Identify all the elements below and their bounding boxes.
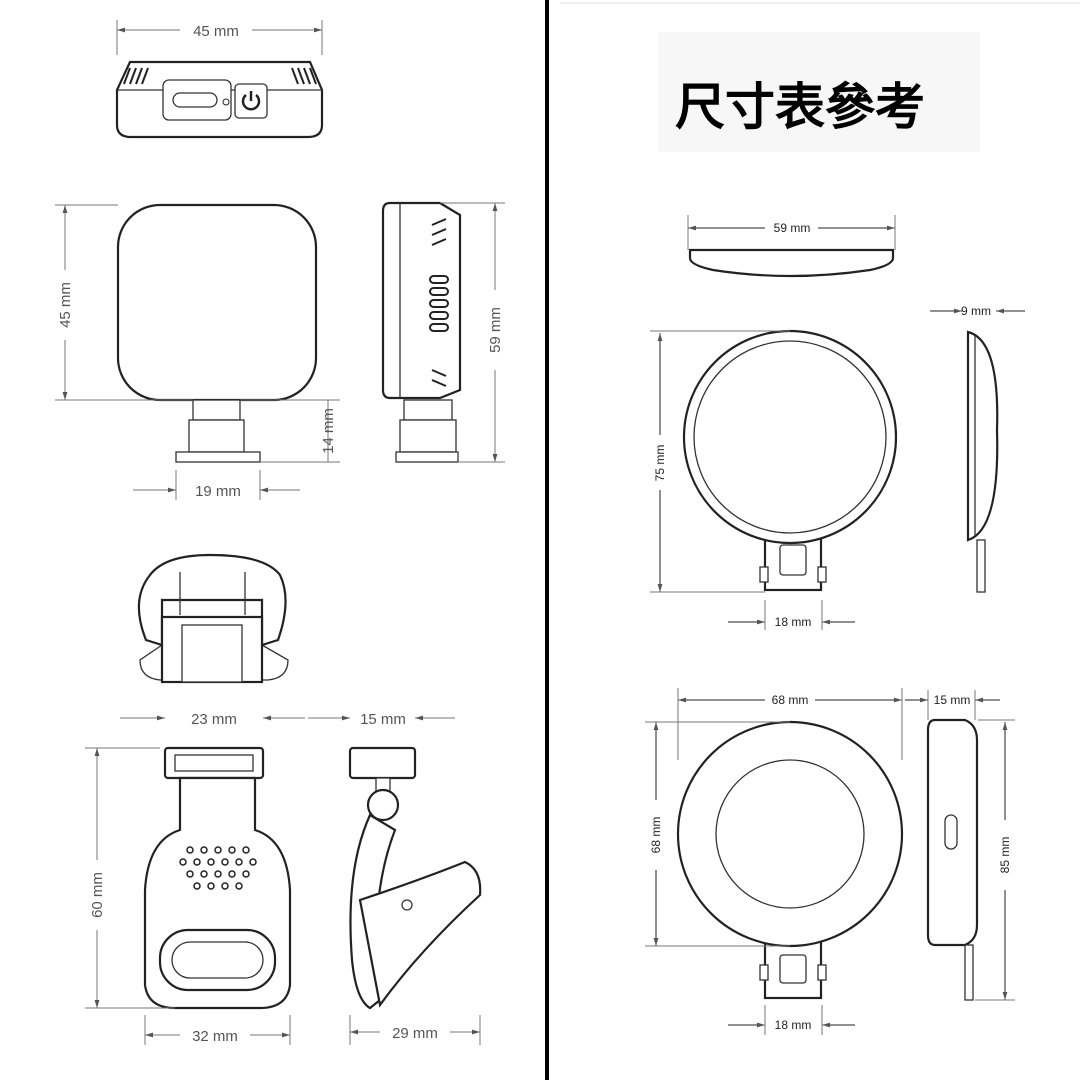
dim-large-total-height: 85 mm: [998, 837, 1012, 874]
dim-clip-bottom-width: 32 mm: [192, 1028, 238, 1045]
clip-front-view: 23 mm 60 mm 32 mm: [85, 711, 305, 1045]
dim-side-height: 59 mm: [487, 307, 504, 353]
small-light-side-view: 9 mm: [930, 304, 1025, 593]
dim-large-thickness: 15 mm: [934, 693, 971, 707]
small-light-front-view: 75 mm 18 mm: [650, 329, 898, 630]
dim-small-thickness: 9 mm: [961, 304, 991, 318]
dim-stand-height: 14 mm: [320, 408, 337, 454]
left-side-view: 59 mm: [381, 201, 505, 463]
small-light-top-view: 59 mm: [687, 215, 896, 278]
left-front-view: 45 mm 14 mm 19 mm: [55, 203, 340, 500]
title-box: [658, 32, 980, 152]
dim-clip-height: 60 mm: [89, 872, 106, 918]
dim-stand-width: 19 mm: [195, 483, 241, 500]
dim-small-clip-width: 18 mm: [775, 615, 812, 629]
left-top-view: 45 mm: [115, 20, 324, 139]
large-light-side-view: 15 mm 85 mm: [905, 690, 1015, 1001]
dim-small-height: 75 mm: [653, 445, 667, 482]
dim-large-width: 68 mm: [772, 693, 809, 707]
clip-top-view: [137, 553, 289, 684]
page-title: 尺寸表參考: [675, 77, 925, 136]
clip-side-view: 15 mm 29 mm: [308, 711, 482, 1045]
large-light-front-view: 68 mm 68 mm 18 mm: [645, 688, 904, 1035]
dim-large-clip-width: 18 mm: [775, 1018, 812, 1032]
dim-top-width: 45 mm: [193, 23, 239, 40]
dim-front-height: 45 mm: [57, 282, 74, 328]
dim-clip-top-width: 23 mm: [191, 711, 237, 728]
dim-clip-side-width: 29 mm: [392, 1025, 438, 1042]
dim-large-diameter: 68 mm: [649, 817, 663, 854]
panel-divider: [545, 0, 549, 1080]
dim-small-top-width: 59 mm: [774, 221, 811, 235]
dim-clip-side-top: 15 mm: [360, 711, 406, 728]
